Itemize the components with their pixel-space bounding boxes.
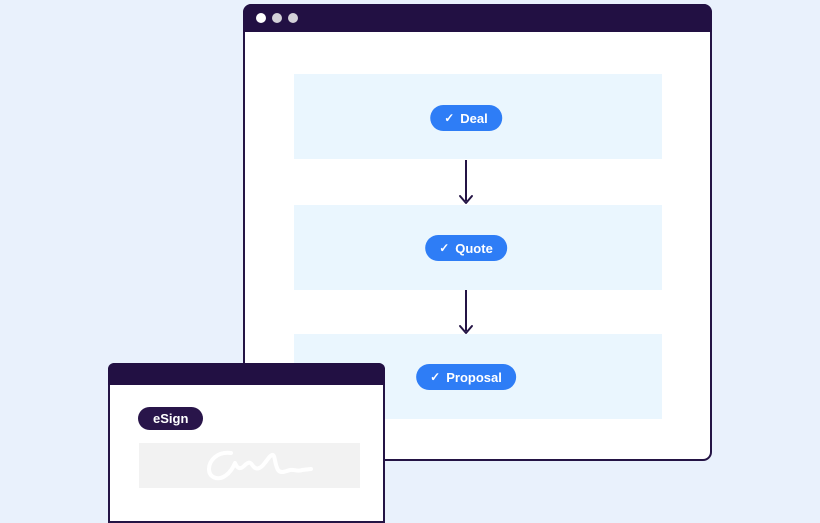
check-icon: ✓ <box>430 370 441 384</box>
window-titlebar <box>243 4 712 32</box>
illustration-canvas: ✓ Deal ✓ Quote ✓ Proposal eSign <box>108 4 712 523</box>
check-icon: ✓ <box>444 111 455 125</box>
window-dot-icon[interactable] <box>288 13 298 23</box>
esign-button[interactable]: eSign <box>138 407 204 430</box>
arrow-down-icon <box>458 289 474 335</box>
window-dot-icon[interactable] <box>272 13 282 23</box>
check-icon: ✓ <box>439 241 450 255</box>
esign-window: eSign <box>108 363 385 523</box>
deal-button-label: Deal <box>460 110 488 126</box>
quote-button-label: Quote <box>455 240 493 256</box>
esign-window-titlebar <box>108 363 385 385</box>
workflow-browser-window: ✓ Deal ✓ Quote ✓ Proposal <box>243 4 712 461</box>
signature-field[interactable] <box>139 443 360 488</box>
arrow-down-icon <box>458 159 474 205</box>
proposal-button[interactable]: ✓ Proposal <box>416 364 516 390</box>
deal-button[interactable]: ✓ Deal <box>430 105 502 131</box>
signature-scribble-icon <box>207 450 313 481</box>
quote-button[interactable]: ✓ Quote <box>425 235 507 261</box>
window-dot-icon[interactable] <box>256 13 266 23</box>
proposal-button-label: Proposal <box>446 369 502 385</box>
